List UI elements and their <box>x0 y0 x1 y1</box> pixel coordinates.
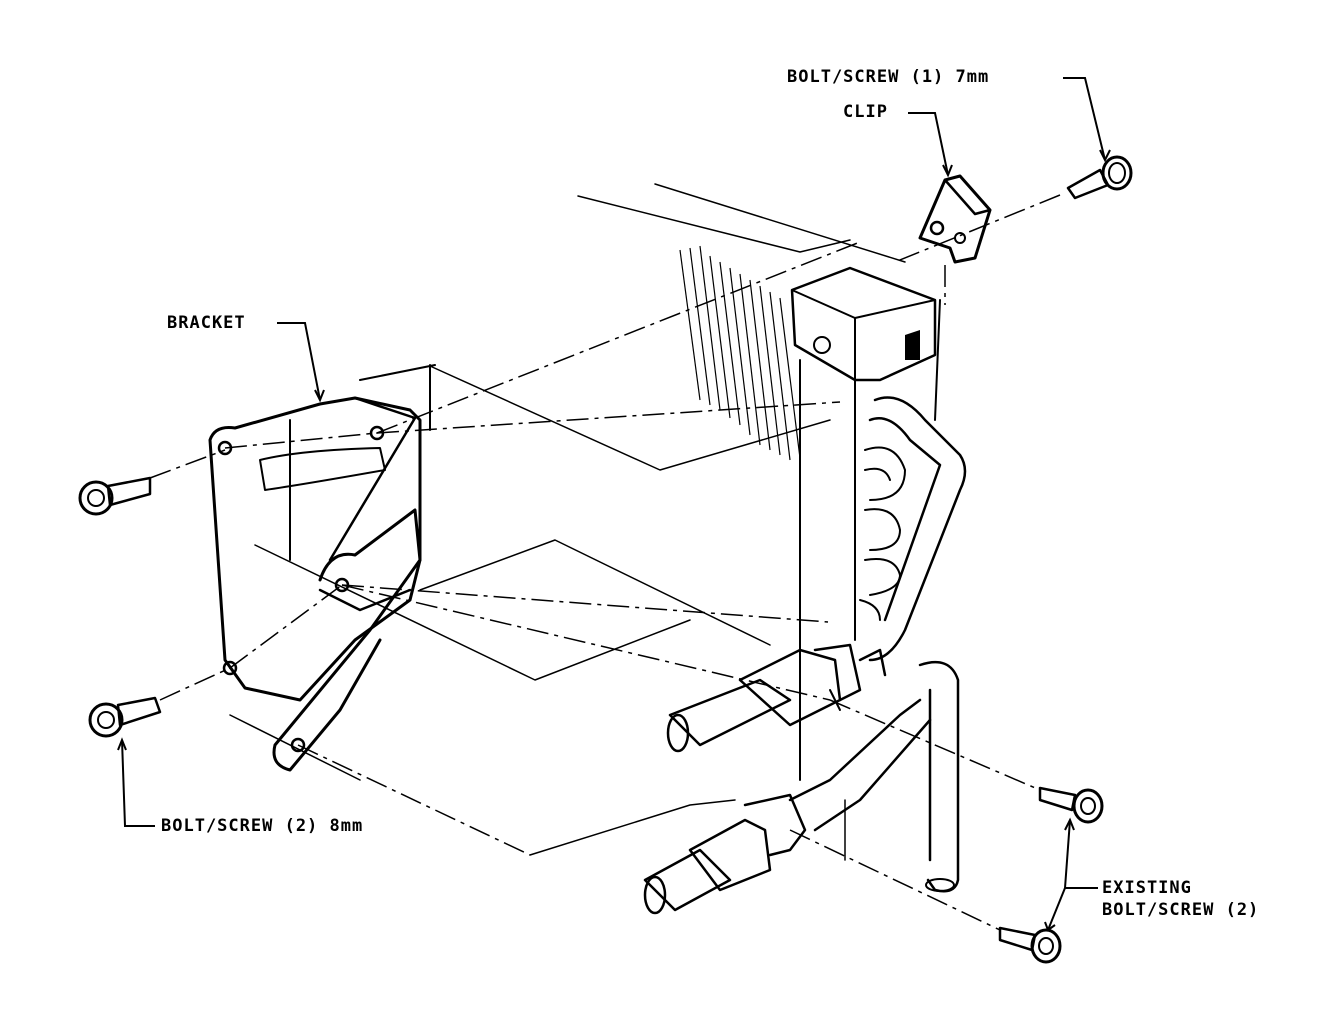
bracket-part <box>208 364 436 772</box>
condenser-fins <box>679 245 801 461</box>
alignment-lines <box>149 194 1061 931</box>
tank-cap <box>790 266 937 382</box>
condenser-tubes <box>859 396 967 893</box>
clip-part <box>918 174 992 264</box>
bolt-top-7mm <box>1066 155 1133 200</box>
label-clip: CLIP <box>843 102 888 122</box>
bolt-left-lower-8mm <box>88 696 162 738</box>
label-bolt-screw-8mm: BOLT/SCREW (2) 8mm <box>161 816 364 836</box>
condenser-core <box>229 183 941 861</box>
label-bolt-screw-7mm: BOLT/SCREW (1) 7mm <box>787 67 990 87</box>
label-existing: EXISTING <box>1102 878 1192 898</box>
leader-lines <box>117 77 1111 932</box>
label-existing-bolt-screw: BOLT/SCREW (2) <box>1102 900 1260 920</box>
bolt-existing-lower <box>998 926 1062 964</box>
bolt-existing-upper <box>1038 786 1104 824</box>
label-bracket: BRACKET <box>167 313 246 333</box>
lower-line-fitting <box>643 698 932 915</box>
upper-line-fitting <box>666 643 887 753</box>
bolt-left-upper-8mm <box>78 476 152 516</box>
